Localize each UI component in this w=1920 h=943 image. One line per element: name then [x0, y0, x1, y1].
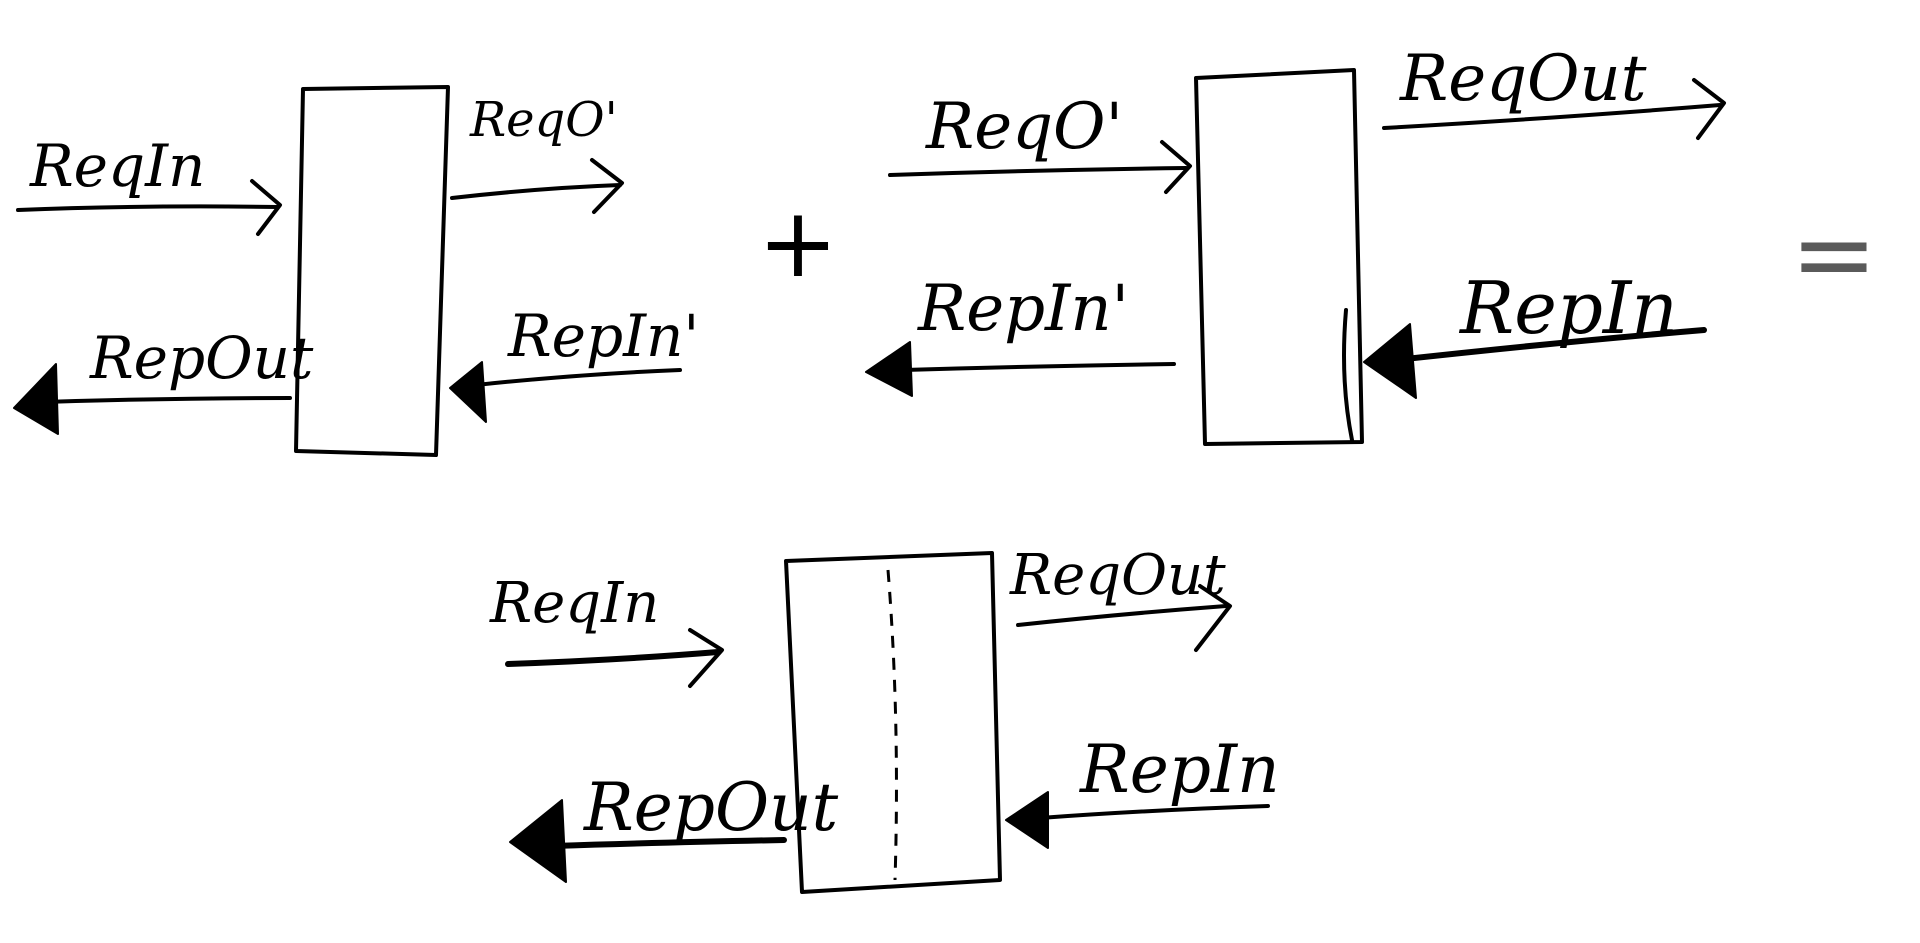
left-req-out-label: ReqO' — [469, 92, 618, 148]
result-req-out-wire — [1016, 604, 1228, 627]
right-req-in-arrowhead — [1160, 140, 1192, 194]
left-req-out-wire — [450, 183, 622, 200]
right-req-in-label: ReqO' — [925, 90, 1123, 164]
right-req-in-wire — [888, 166, 1188, 177]
right-req-out-label: ReqOut — [1399, 42, 1647, 116]
result-req-out-arrowhead — [1194, 584, 1232, 652]
equals-operator: = — [1790, 193, 1877, 315]
left-req-in-arrowhead — [250, 179, 282, 236]
right-req-out-arrowhead — [1692, 78, 1726, 140]
result-req-out-label: ReqOut — [1009, 543, 1226, 608]
result-rep-in-label: RepIn — [1079, 731, 1280, 808]
left-rep-in-wire — [474, 368, 682, 387]
right-component-box — [1194, 68, 1364, 446]
left-component-box — [294, 85, 450, 457]
result-rep-in-wire — [1038, 804, 1270, 820]
result-component-box — [784, 551, 1002, 894]
result-rep-in-arrowhead — [1005, 791, 1049, 849]
result-req-in-label: ReqIn — [489, 571, 659, 636]
left-rep-out-arrowhead — [13, 363, 59, 435]
result-component: ReqIn ReqOut RepIn RepOut — [489, 543, 1280, 894]
result-component-seam — [886, 569, 898, 881]
right-rep-out-arrowhead — [865, 341, 913, 397]
plus-operator: + — [758, 187, 838, 299]
left-component: ReqIn ReqO' RepIn' RepOut — [13, 85, 699, 457]
right-component-double-edge — [1342, 308, 1354, 442]
right-component: ReqO' ReqOut RepIn RepIn' — [865, 42, 1726, 446]
left-rep-in-label: RepIn' — [507, 302, 699, 370]
left-rep-out-wire — [42, 396, 292, 404]
right-rep-in-arrowhead — [1363, 323, 1417, 399]
left-rep-out-label: RepOut — [89, 324, 314, 392]
left-rep-in-arrowhead — [449, 361, 487, 423]
result-rep-out-label: RepOut — [583, 769, 839, 846]
right-rep-out-label: RepIn' — [917, 272, 1129, 346]
result-req-in-wire — [505, 649, 721, 667]
left-req-out-arrowhead — [590, 158, 624, 214]
result-rep-out-wire — [549, 837, 787, 849]
left-req-in-label: ReqIn — [29, 132, 205, 200]
result-req-in-arrowhead — [688, 628, 724, 688]
right-rep-in-wire — [1393, 327, 1707, 363]
right-req-out-wire — [1382, 103, 1722, 130]
left-req-in-wire — [16, 204, 280, 212]
result-rep-out-arrowhead — [509, 799, 567, 883]
right-rep-out-wire — [902, 362, 1176, 372]
